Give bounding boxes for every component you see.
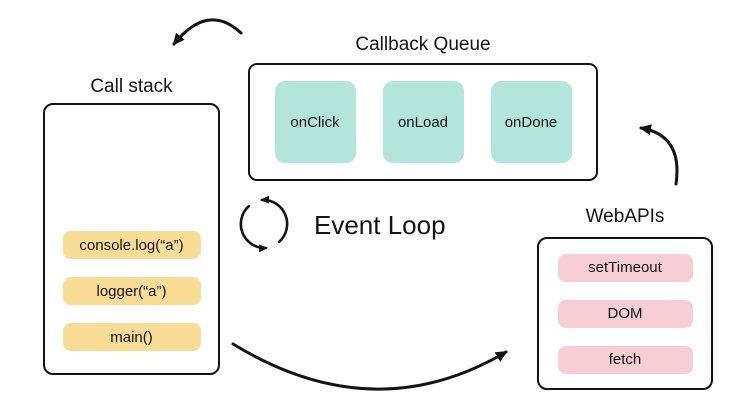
- callback-onload: onLoad: [382, 81, 464, 163]
- web-api-settimeout: setTimeout: [557, 253, 693, 282]
- callback-queue-title: Callback Queue: [355, 34, 491, 55]
- web-api-fetch: fetch: [557, 345, 693, 374]
- call-stack-title: Call stack: [90, 76, 173, 97]
- web-api-dom: DOM: [557, 299, 693, 328]
- call-stack-container: console.log(“a”) logger(“a”) main(): [43, 103, 220, 375]
- callback-ondone: onDone: [490, 81, 572, 163]
- arrow-web-apis-to-callback-queue: [639, 124, 679, 186]
- call-stack-frame-main: main(): [62, 323, 201, 351]
- arrow-callback-queue-to-call-stack: [172, 18, 243, 46]
- call-stack-frame-logger: logger(“a”): [62, 277, 201, 305]
- web-apis-container: setTimeout DOM fetch: [537, 237, 713, 390]
- callback-onclick: onClick: [274, 81, 356, 163]
- cycle-arrows-icon: [239, 195, 289, 253]
- event-loop-label: Event Loop: [314, 210, 446, 240]
- callback-queue-container: onClick onLoad onDone: [248, 63, 598, 181]
- arrow-call-stack-to-web-apis: [231, 342, 508, 391]
- web-apis-title: WebAPIs: [585, 206, 665, 227]
- call-stack-frame-console-log: console.log(“a”): [62, 231, 201, 259]
